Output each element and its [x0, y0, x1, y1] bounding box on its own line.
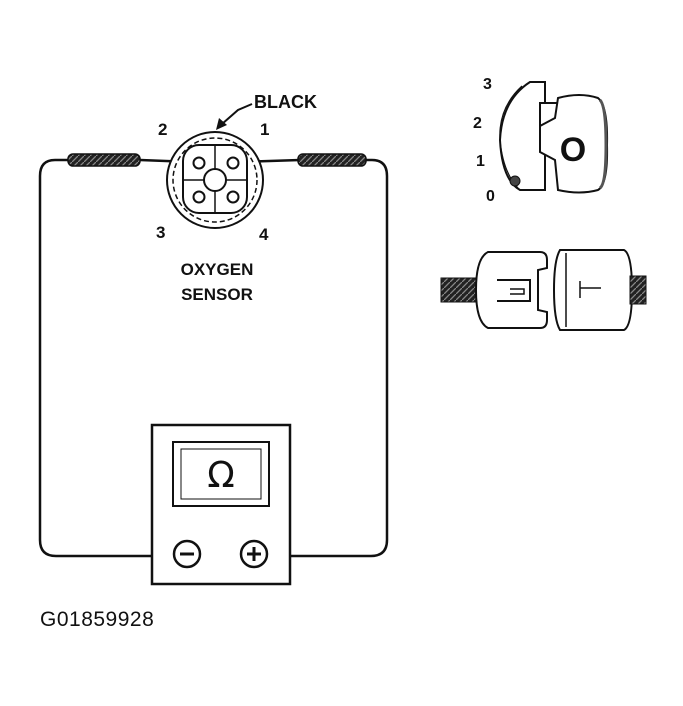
pin-4	[226, 190, 240, 204]
connector-left-harness	[440, 277, 478, 303]
sensor-name-line-2: SENSOR	[181, 285, 253, 304]
pin-label-3: 3	[156, 223, 165, 242]
key-position-marker	[509, 175, 521, 187]
harness-connector	[440, 249, 647, 331]
left-probe-lead	[67, 153, 141, 167]
key-position-2: 2	[473, 115, 482, 132]
ignition-key-switch	[498, 81, 609, 194]
key-symbol: O	[560, 131, 586, 169]
sensor-name-line-1: OXYGEN	[181, 260, 254, 279]
key-position-1: 1	[476, 153, 485, 170]
pin-label-2: 2	[158, 120, 167, 139]
key-position-3: 3	[483, 76, 492, 93]
meter-display	[172, 441, 270, 507]
black-wire-pointer	[221, 103, 253, 125]
pin-3	[192, 190, 206, 204]
pin-label-1: 1	[260, 120, 269, 139]
connector-female-half	[552, 249, 634, 331]
connector-right-harness	[629, 275, 647, 305]
pin-1	[226, 156, 240, 170]
pin-2	[192, 156, 206, 170]
right-probe-lead	[297, 153, 367, 167]
pointer-arrowhead	[216, 118, 227, 130]
connector-male-half	[474, 251, 548, 329]
key-position-0: 0	[486, 188, 495, 205]
wire-color-label: BLACK	[254, 92, 317, 112]
pin-label-4: 4	[259, 225, 269, 244]
figure-id: G01859928	[40, 608, 155, 631]
ohm-symbol: Ω	[207, 455, 235, 496]
oxygen-sensor-connector	[166, 103, 264, 229]
ohmmeter	[150, 423, 292, 586]
